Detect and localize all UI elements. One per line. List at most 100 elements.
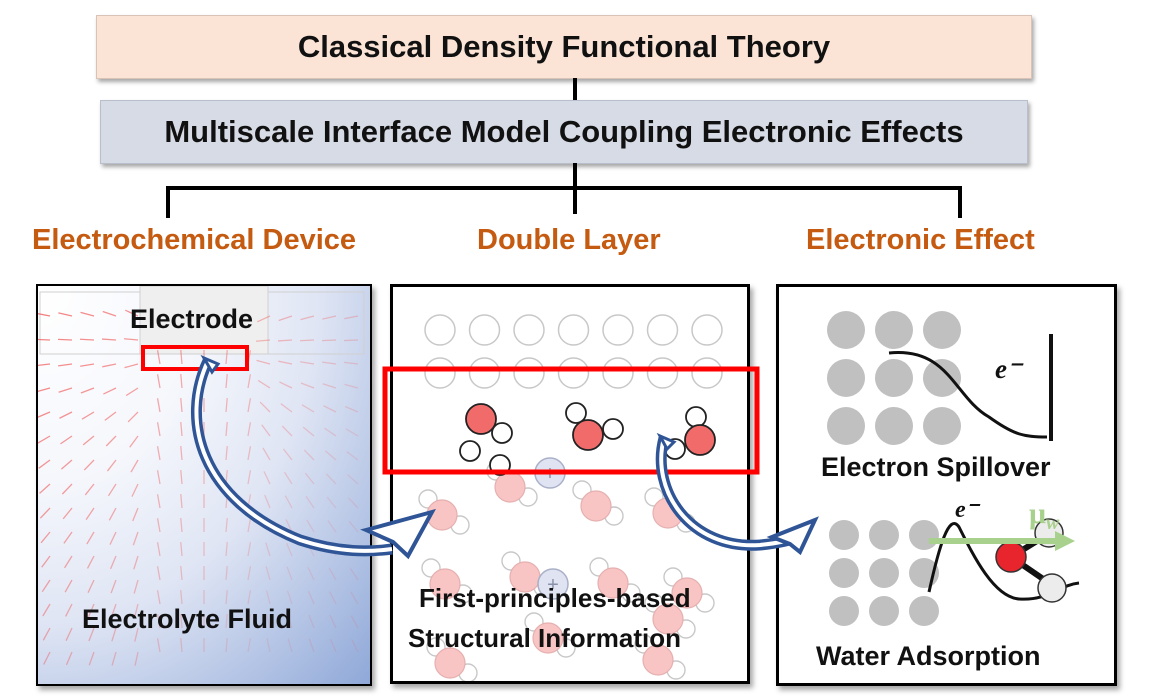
double-layer-panel: + + First-principles-based Structural In… (390, 284, 750, 684)
flow-vector (300, 315, 315, 321)
flow-vector (40, 531, 51, 544)
oxygen-atom (532, 622, 564, 654)
electrode-atom (691, 314, 723, 346)
flow-vector (259, 401, 271, 413)
flow-vector (287, 638, 293, 653)
flow-vector (344, 315, 359, 320)
electrode-atom (424, 357, 456, 389)
flow-vector (180, 421, 183, 437)
flow-vector (255, 339, 271, 342)
flow-vector (39, 507, 51, 519)
hydrogen-atom (459, 440, 481, 462)
flow-vector (156, 542, 161, 557)
flow-vector (87, 603, 95, 618)
flow-vector (82, 435, 95, 446)
flow-vector (156, 350, 161, 365)
metal-atom (829, 520, 859, 550)
cation-symbol: + (547, 574, 559, 596)
flow-vector (225, 637, 228, 653)
flow-vector (306, 543, 315, 557)
cation-circle (537, 568, 569, 600)
electrode-atom (513, 314, 545, 346)
flow-vector (180, 373, 183, 389)
flow-vector (58, 387, 73, 393)
flow-vector (38, 435, 51, 444)
flow-vector (324, 450, 337, 461)
flow-vector (247, 398, 252, 413)
flow-vector (308, 638, 315, 653)
multiscale-model-title-box: Multiscale Interface Model Coupling Elec… (100, 100, 1028, 164)
flow-vector (265, 590, 271, 605)
flow-vector (247, 494, 252, 509)
flow-vector (80, 311, 95, 317)
flow-vector (263, 471, 271, 485)
flow-vector (106, 459, 117, 472)
flow-vector (247, 374, 252, 389)
flow-vector (65, 603, 73, 617)
flow-vector (132, 507, 139, 522)
electrode-atom (468, 314, 501, 346)
flow-vector (351, 639, 359, 653)
flow-vector (156, 518, 161, 533)
oxygen-atom (642, 644, 674, 676)
flow-vector (156, 638, 161, 653)
oxygen-atom (652, 497, 684, 529)
cdft-title-box: Classical Density Functional Theory (96, 15, 1032, 79)
flow-vector (225, 565, 228, 581)
flow-vector (133, 579, 139, 594)
flow-vector (102, 310, 117, 317)
metal-atom (827, 359, 865, 397)
right-wall (267, 291, 365, 355)
flow-vector (225, 589, 228, 605)
cation-1: + (534, 457, 566, 489)
flow-vector (349, 544, 359, 557)
mu-subscript: w (1046, 512, 1060, 534)
flow-vector (133, 603, 139, 618)
flow-vector (38, 313, 51, 317)
metal-atom (875, 407, 913, 445)
multiscale-model-title: Multiscale Interface Model Coupling Elec… (164, 114, 964, 149)
flow-vector (225, 469, 228, 485)
flow-vector (247, 590, 252, 605)
flow-vector (88, 651, 95, 666)
flow-vector (261, 424, 271, 437)
flow-vector (80, 387, 95, 394)
flow-vector (225, 613, 228, 629)
flow-vector (327, 520, 337, 533)
flow-vector (347, 474, 359, 485)
flow-vector (79, 338, 95, 341)
hydrogen-atom (685, 406, 707, 428)
flow-vector (323, 405, 337, 413)
electronic-effect-panel: e⁻ e⁻ μw Electron Spillover Water Adsorp… (776, 284, 1117, 686)
flow-vector (65, 651, 73, 666)
metal-atom (869, 558, 899, 588)
flow-vector (58, 312, 73, 317)
flow-vector (328, 567, 337, 581)
flow-vector (225, 541, 228, 557)
oxygen-atom (434, 647, 466, 679)
flow-vector (304, 472, 315, 485)
flow-vector (262, 447, 271, 461)
flow-vector (266, 638, 271, 653)
metal-atom (869, 520, 899, 550)
flow-vector (285, 542, 293, 557)
left-wall (39, 291, 141, 355)
flow-vector (109, 555, 117, 570)
electronic-effect-figure: e⁻ e⁻ μw (827, 311, 1080, 626)
flow-vector (57, 338, 73, 341)
metal-atom (923, 359, 961, 397)
flow-vector (108, 507, 117, 521)
hydrogen-atom (489, 454, 511, 476)
flow-vector (180, 589, 183, 605)
electron-symbol-lower: e⁻ (955, 497, 981, 523)
flow-vector (103, 387, 117, 395)
metal-atom (923, 311, 961, 349)
flow-vector (38, 363, 51, 367)
flow-vector (81, 411, 95, 420)
flow-vector (286, 590, 293, 605)
flow-vector (86, 531, 95, 545)
hydrogen-atom (1037, 573, 1067, 603)
flow-vector (247, 446, 252, 461)
metal-atom (875, 359, 913, 397)
chemical-potential-symbol: μw (1029, 497, 1060, 534)
